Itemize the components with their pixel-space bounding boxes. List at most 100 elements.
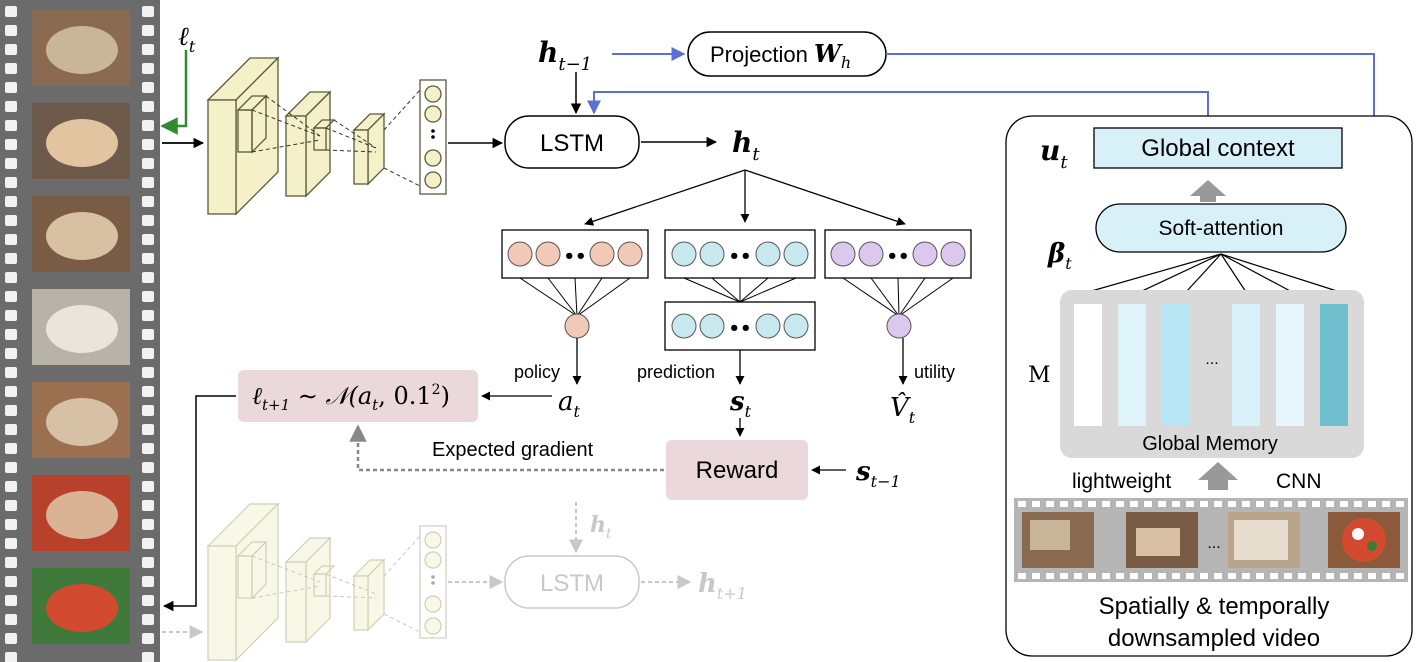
strip-hole (1396, 573, 1404, 579)
sprocket-hole (142, 158, 154, 169)
memory-column (1232, 304, 1260, 426)
sprocket-hole (5, 557, 17, 568)
sprocket-hole (5, 329, 17, 340)
strip-hole (1228, 501, 1236, 507)
sprocket-hole (5, 253, 17, 264)
sprocket-hole (142, 576, 154, 587)
expected-gradient-arrow (349, 424, 664, 472)
strip-hole (1256, 573, 1264, 579)
film-frames (32, 10, 130, 644)
sprocket-hole (5, 405, 17, 416)
reward-box: Reward (666, 440, 808, 500)
strip-hole (1144, 501, 1152, 507)
sprocket-hole (142, 82, 154, 93)
label-cnn: CNN (1276, 470, 1322, 493)
projection-box: Projection Wh (687, 31, 887, 77)
svg-text:••: •• (886, 246, 909, 267)
svg-text:Projection Wh: Projection Wh (710, 39, 851, 72)
label-u-t: ut (1040, 134, 1068, 173)
sprocket-hole (142, 139, 154, 150)
strip-hole (1046, 501, 1054, 507)
strip-hole (1298, 573, 1306, 579)
memory-column (1118, 304, 1146, 426)
sprocket-hole (5, 120, 17, 131)
sprocket-hole (142, 462, 154, 473)
sprocket-hole (142, 424, 154, 435)
frame-kneading-detail (46, 119, 118, 167)
strip-hole (1158, 501, 1166, 507)
strip-hole (1074, 501, 1082, 507)
sprocket-hole (142, 443, 154, 454)
strip-hole (1186, 573, 1194, 579)
attention-line (1185, 253, 1222, 293)
attention-line (1220, 253, 1293, 293)
sprocket-hole (142, 348, 154, 359)
strip-hole (1088, 501, 1096, 507)
frame-sauce-detail (46, 491, 118, 539)
sprocket-hole (5, 576, 17, 587)
sprocket-hole (5, 652, 17, 662)
location-sampling-box: ℓt+1 ∼ 𝒩(at, 0.12) (238, 370, 478, 422)
video-strip: ... (1014, 498, 1408, 582)
sprocket-hole (5, 595, 17, 606)
sprocket-hole (142, 6, 154, 17)
strip-hole (1382, 573, 1390, 579)
sprocket-hole (5, 101, 17, 112)
strip-hole (1242, 573, 1250, 579)
sprocket-hole (5, 443, 17, 454)
sprocket-hole (5, 538, 17, 549)
sprocket-hole (5, 44, 17, 55)
sprocket-hole (5, 82, 17, 93)
strip-hole (1172, 501, 1180, 507)
svg-text:••: •• (563, 246, 586, 267)
svg-text:...: ... (1207, 535, 1220, 552)
strip-hole (1060, 501, 1068, 507)
memory-column (1276, 304, 1304, 426)
strip-hole (1298, 501, 1306, 507)
memory-column (1320, 304, 1348, 426)
label-lightweight: lightweight (1072, 470, 1171, 493)
strip-hole (1340, 573, 1348, 579)
ht-branches (584, 169, 906, 226)
strip-hole (1312, 501, 1320, 507)
strip-hole (1074, 573, 1082, 579)
sprocket-hole (142, 253, 154, 264)
sprocket-hole (5, 139, 17, 150)
cnn-future (206, 502, 447, 662)
svg-text:Global context: Global context (1141, 135, 1295, 162)
strip-hole (1032, 501, 1040, 507)
sprocket-hole (142, 652, 154, 662)
label-l-t: ℓt (178, 22, 196, 56)
global-context-box: Global context (1093, 127, 1343, 169)
sprocket-hole (5, 63, 17, 74)
sprocket-hole (5, 614, 17, 625)
strip-hole (1018, 501, 1026, 507)
attention-line (1087, 253, 1222, 293)
strip-hole (1200, 573, 1208, 579)
strip-hole (1018, 573, 1026, 579)
sprocket-hole (142, 329, 154, 340)
strip-hole (1284, 501, 1292, 507)
memory-ellipsis: ... (1205, 351, 1218, 368)
svg-text:Reward: Reward (696, 457, 779, 484)
svg-text:LSTM: LSTM (540, 570, 604, 597)
strip-hole (1116, 573, 1124, 579)
sprocket-hole (142, 595, 154, 606)
frame-risen-dough-detail (46, 305, 118, 353)
arrow-cnn-to-memory (1198, 462, 1238, 490)
strip-hole (1088, 573, 1096, 579)
sprocket-hole (5, 481, 17, 492)
sprocket-hole (142, 291, 154, 302)
sprocket-hole (5, 6, 17, 17)
frame-toppings-detail (46, 584, 118, 632)
strip-hole (1242, 501, 1250, 507)
strip-hole (1046, 573, 1054, 579)
svg-text:••: •• (728, 318, 751, 339)
label-global-memory: Global Memory (1142, 433, 1278, 455)
svg-text:LSTM: LSTM (540, 130, 604, 157)
caption-line-1: Spatially & temporally (1099, 593, 1330, 620)
caption-line-2: downsampled video (1108, 625, 1320, 652)
sprocket-hole (142, 367, 154, 378)
sprocket-hole (5, 177, 17, 188)
label-expected-gradient: Expected gradient (432, 439, 594, 461)
